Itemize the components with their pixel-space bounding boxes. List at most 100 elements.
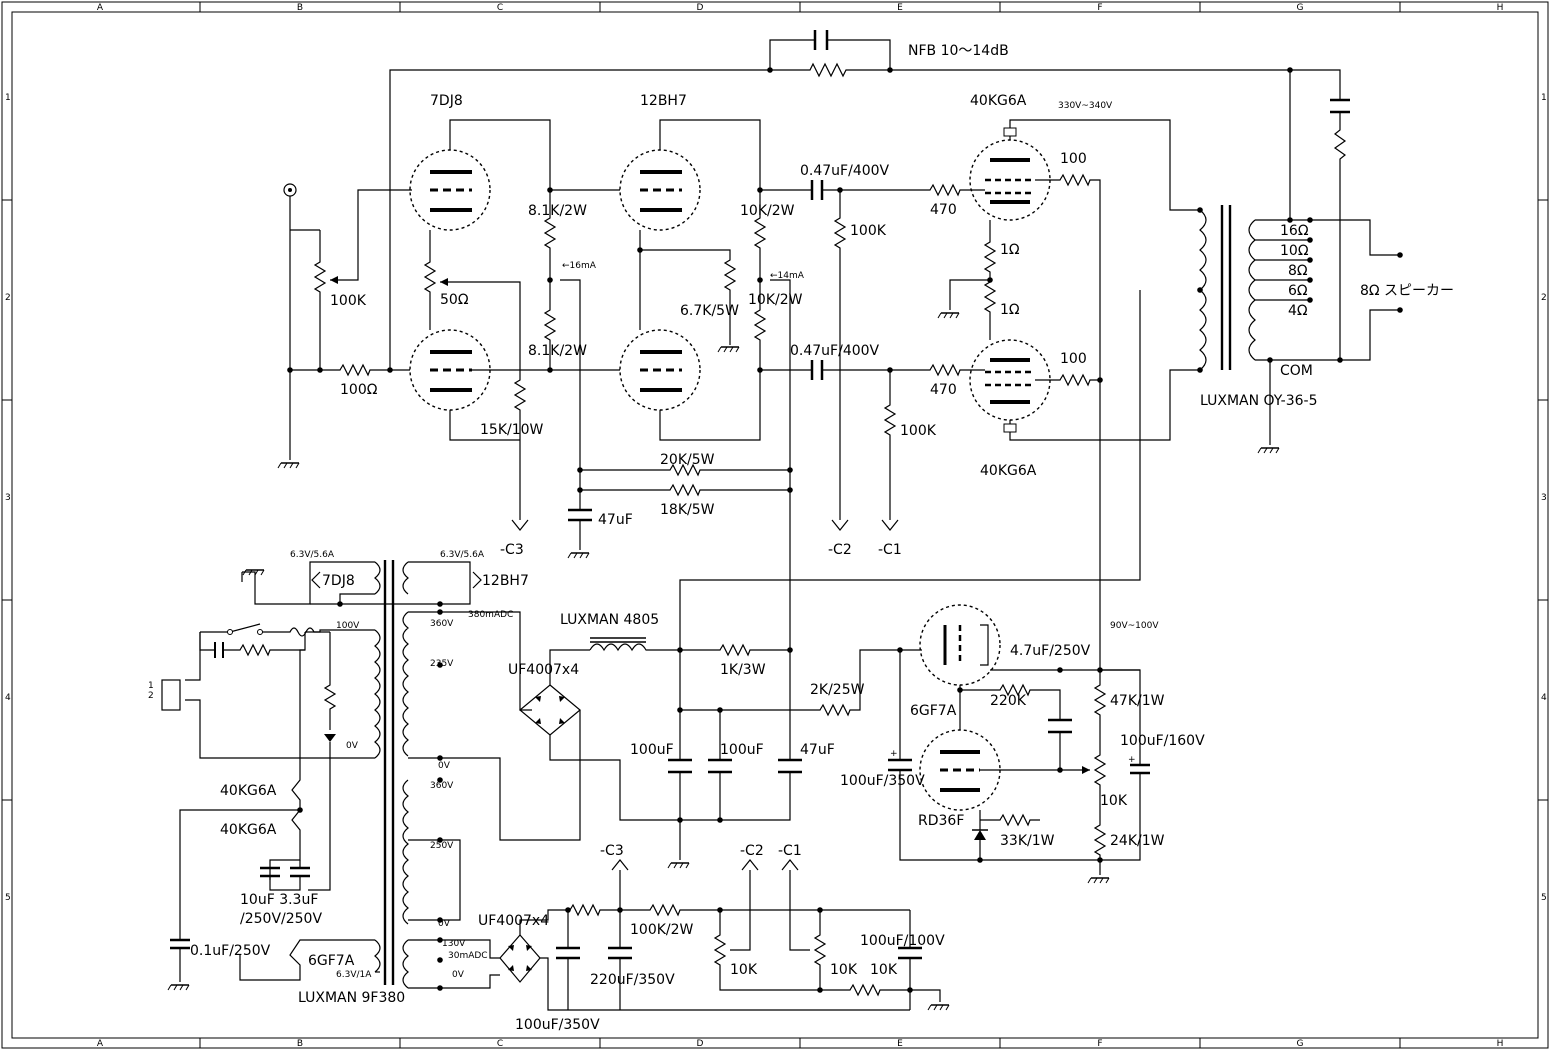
sec-0b-label: 0V bbox=[438, 919, 451, 929]
tube-12bh7: 12BH7 6.7K/5W bbox=[619, 93, 761, 441]
cathode-1ohm-b-label: 1Ω bbox=[1000, 302, 1020, 318]
heater-40kg6a-1-label: 40KG6A bbox=[220, 783, 277, 799]
row-label-left-5: 5 bbox=[5, 893, 11, 903]
dropper-1k-label: 1K/3W bbox=[720, 662, 766, 678]
coupling-network: 0.47uF/400V 0.47uF/400V 100K 100K 470 47… bbox=[760, 163, 985, 558]
col-label-top-b: B bbox=[297, 3, 303, 13]
balance-pot-label: 50Ω bbox=[440, 292, 469, 308]
tube-7dj8: 7DJ8 50Ω 15K/10W -C3 bbox=[409, 93, 551, 558]
sec-130-label: 130V bbox=[442, 939, 466, 949]
screen-100-b-label: 100 bbox=[1060, 351, 1087, 367]
filter-cap-100a-label: 100uF bbox=[630, 742, 674, 758]
heater-caps-ratings: /250V/250V bbox=[240, 911, 322, 927]
input-stage: 100K 100Ω bbox=[277, 183, 412, 469]
grid-resistor-label: 100Ω bbox=[340, 382, 378, 398]
heater-40kg6a-2-label: 40KG6A bbox=[220, 822, 277, 838]
cathode-6k7-label: 6.7K/5W bbox=[680, 303, 739, 319]
bias-cap-100-100-label: 100uF/100V bbox=[860, 933, 945, 949]
reg-resistor-220k-label: 220K bbox=[990, 693, 1027, 709]
volume-pot-label: 100K bbox=[330, 293, 367, 309]
choke-label: LUXMAN 4805 bbox=[560, 612, 659, 628]
col-label-top-c: C bbox=[497, 3, 503, 13]
tap-6-label: 6Ω bbox=[1288, 283, 1308, 299]
row-label-right-2: 2 bbox=[1541, 293, 1547, 303]
load-10k-b-label: 10K/2W bbox=[748, 292, 803, 308]
row-label-right-4: 4 bbox=[1541, 693, 1547, 703]
tube-40kg6a-lower: 100 40KG6A bbox=[969, 339, 1200, 479]
col-label-bottom-f: F bbox=[1097, 1039, 1102, 1049]
coupling-cap-2-label: 0.47uF/400V bbox=[790, 343, 880, 359]
reg-divider: + 47K/1W 100uF/160V 10K 24K/1W bbox=[1082, 650, 1205, 884]
row-label-left-2: 2 bbox=[5, 293, 11, 303]
col-label-bottom-a: A bbox=[97, 1039, 104, 1049]
divider-47k-label: 47K/1W bbox=[1110, 693, 1165, 709]
bias-100k-label: 100K/2W bbox=[630, 922, 694, 938]
divider-24k-label: 24K/1W bbox=[1110, 833, 1165, 849]
grid-leak-1-label: 100K bbox=[850, 223, 887, 239]
sec-ma-380-label: 380mADC bbox=[468, 610, 513, 620]
grid-leak-2-label: 100K bbox=[900, 423, 937, 439]
sec-360b-label: 360V bbox=[430, 781, 454, 791]
sec-0a-label: 0V bbox=[438, 761, 451, 771]
c2-supply-label: -C2 bbox=[828, 542, 852, 558]
tube-12bh7-label: 12BH7 bbox=[640, 93, 687, 109]
load-resistor-1-label: 8.1K/2W bbox=[528, 203, 587, 219]
heater-2-tube: 12BH7 bbox=[482, 573, 529, 589]
tube-40kg6a-upper-label: 40KG6A bbox=[970, 93, 1027, 109]
load-10k-a-label: 10K/2W bbox=[740, 203, 795, 219]
bias-cap-label: 47uF bbox=[598, 512, 633, 528]
ac-inlet-connector bbox=[161, 679, 181, 711]
col-label-top-h: H bbox=[1497, 3, 1504, 13]
reg-tube-rd36f-label: RD36F bbox=[918, 813, 964, 829]
nfb-label: NFB 10～14dB bbox=[908, 43, 1009, 59]
sec-235-label: 235V bbox=[430, 659, 454, 669]
tap-4-label: 4Ω bbox=[1288, 303, 1308, 319]
heater-bypass-cap-label: 0.1uF/250V bbox=[190, 943, 271, 959]
col-label-bottom-c: C bbox=[497, 1039, 503, 1049]
bias-pot-2-label: 10K bbox=[830, 962, 858, 978]
c1-supply-label: -C1 bbox=[878, 542, 902, 558]
bias-c3-label: -C3 bbox=[600, 843, 624, 859]
tube-7dj8-label: 7DJ8 bbox=[430, 93, 463, 109]
filter-cap-100b-label: 100uF bbox=[720, 742, 764, 758]
bias-pot-1-label: 10K bbox=[730, 962, 758, 978]
reg-cap-47-label: 4.7uF/250V bbox=[1010, 643, 1091, 659]
col-label-bottom-d: D bbox=[697, 1039, 704, 1049]
bias-c2-label: -C2 bbox=[740, 843, 764, 859]
heater-1-rating: 6.3V/5.6A bbox=[290, 550, 335, 560]
heater-2-rating: 6.3V/5.6A bbox=[440, 550, 485, 560]
tap-16-label: 16Ω bbox=[1280, 223, 1309, 239]
nfb-network: NFB 10～14dB bbox=[389, 30, 1350, 370]
tube-40kg6a-lower-label: 40KG6A bbox=[980, 463, 1037, 479]
sec-0c-label: 0V bbox=[452, 970, 465, 980]
svg-text:+: + bbox=[1128, 755, 1136, 765]
reg-cap-100-350-label: 100uF/350V bbox=[840, 773, 925, 789]
tap-8-label: 8Ω bbox=[1288, 263, 1308, 279]
tube-40kg6a-upper: 40KG6A 330V~340V 100 1Ω 1Ω bbox=[937, 93, 1200, 650]
reg-heater-tube: 6GF7A bbox=[308, 953, 355, 969]
output-transformer: 16Ω 10Ω 8Ω 6Ω 4Ω COM 8Ω スピーカー LUXMAN OY-… bbox=[679, 205, 1454, 650]
row-label-left-3: 3 bbox=[5, 493, 11, 503]
primary-winding: 1 2 100V 0V bbox=[148, 621, 381, 891]
heater-windings: 6.3V/5.6A 7DJ8 6.3V/5.6A 12BH7 bbox=[241, 550, 529, 607]
heater-1-tube: 7DJ8 bbox=[322, 573, 355, 589]
driver-loads: 8.1K/2W 8.1K/2W ←16mA bbox=[470, 187, 620, 470]
bias-supply: UF4007x4 -C3 -C2 -C1 100K/2W 220uF/350V … bbox=[478, 843, 950, 1033]
col-label-bottom-h: H bbox=[1497, 1039, 1504, 1049]
power-transformer-label: LUXMAN 9F380 bbox=[298, 990, 405, 1006]
coupling-cap-1-label: 0.47uF/400V bbox=[800, 163, 890, 179]
bias-resistor-10k-label: 10K bbox=[870, 962, 898, 978]
primary-100v-label: 100V bbox=[336, 621, 360, 631]
reg-tube-6gf7a-label: 6GF7A bbox=[910, 703, 957, 719]
bias-rectifier-label: UF4007x4 bbox=[478, 913, 549, 929]
opt-model-label: LUXMAN OY-36-5 bbox=[1200, 393, 1318, 409]
divider-cap-label: 100uF/160V bbox=[1120, 733, 1205, 749]
row-label-right-1: 1 bbox=[1541, 93, 1547, 103]
bias-c1-label: -C1 bbox=[778, 843, 802, 859]
current-16ma-label: ←16mA bbox=[562, 261, 597, 271]
reg-resistor-33k-label: 33K/1W bbox=[1000, 833, 1055, 849]
current-14ma-label: ←14mA bbox=[770, 271, 805, 281]
col-label-bottom-b: B bbox=[297, 1039, 303, 1049]
